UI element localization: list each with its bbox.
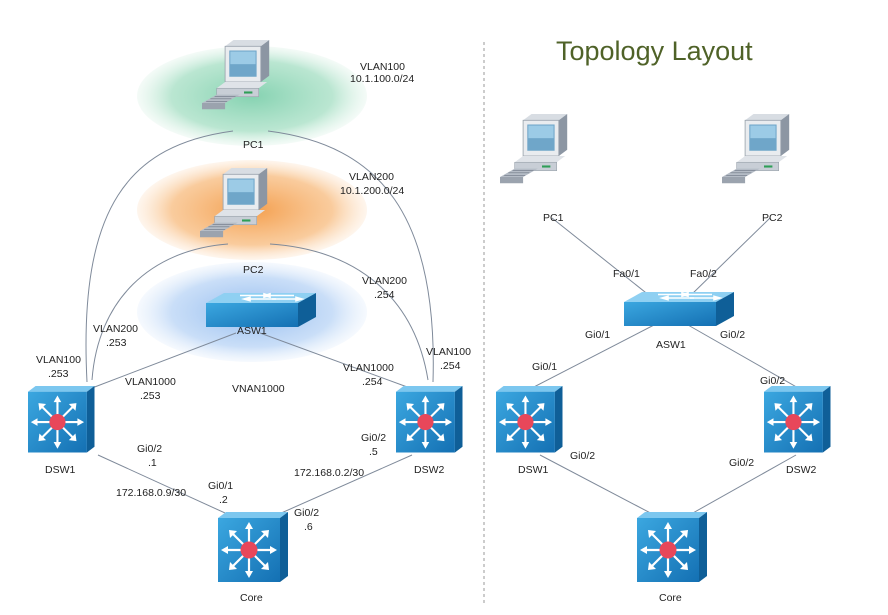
- r-core-multilayer-switch-icon: [635, 510, 709, 584]
- r-dsw1-multilayer-switch-icon: [494, 384, 564, 454]
- vnan1000-label: VNAN1000: [232, 383, 285, 395]
- dsw2-label: DSW2: [414, 464, 444, 476]
- r-dsw2-label: DSW2: [786, 464, 816, 476]
- r-link-dsw1-core: [539, 454, 661, 519]
- r-asw-gi02-port: Gi0/2: [720, 329, 745, 341]
- dsw1-vlan200-name: VLAN200: [93, 323, 138, 335]
- r-core-label: Core: [659, 592, 682, 604]
- r-pc1-icon: [499, 113, 568, 184]
- link-pc2-dsw2: [269, 243, 429, 381]
- r-link-pc1-asw1: [551, 217, 651, 297]
- r-asw1-switch-icon: [623, 291, 735, 327]
- dsw1-vlan1000-ip: .253: [140, 390, 161, 402]
- asw-vlan200-name: VLAN200: [362, 275, 407, 287]
- link-asw1-dsw2: [259, 332, 411, 389]
- asw1-switch-icon: [205, 292, 317, 328]
- link-pc2-dsw1: [91, 243, 229, 381]
- r-link-asw1-dsw1: [529, 324, 655, 390]
- dsw2-vlan1000-name: VLAN1000: [343, 362, 394, 374]
- net-dsw2-core: 172.168.0.2/30: [294, 467, 364, 479]
- r-asw1-label: ASW1: [656, 339, 686, 351]
- left-topology: PC1 PC2 ASW1 DSW1 DSW2 Core VLAN100 10.1…: [26, 39, 471, 604]
- r-pc2-label: PC2: [762, 212, 783, 224]
- net-dsw1-core: 172.168.0.9/30: [116, 487, 186, 499]
- r-asw-fa02-port: Fa0/2: [690, 268, 717, 280]
- dsw1-vlan1000-name: VLAN1000: [125, 376, 176, 388]
- core-label: Core: [240, 592, 263, 604]
- r-dsw2-gi02-top-port: Gi0/2: [760, 375, 785, 387]
- r-dsw1-gi02-port: Gi0/2: [570, 450, 595, 462]
- vlan100-name: VLAN100: [360, 61, 405, 73]
- dsw1-vlan200-ip: .253: [106, 337, 127, 349]
- dsw2-gi02-ip: .5: [369, 446, 378, 458]
- dsw1-label: DSW1: [45, 464, 75, 476]
- r-link-pc2-asw1: [689, 217, 771, 297]
- core-multilayer-switch-icon: [216, 510, 290, 584]
- right-topology: Topology Layout PC1 PC2 ASW1 DSW1 DSW2 C…: [494, 36, 832, 604]
- asw-vlan200-ip: .254: [374, 289, 395, 301]
- r-dsw2-multilayer-switch-icon: [762, 384, 832, 454]
- vlan200-network: 10.1.200.0/24: [340, 185, 404, 197]
- r-dsw2-gi02-port: Gi0/2: [729, 457, 754, 469]
- dsw1-vlan100-ip: .253: [48, 368, 69, 380]
- vlan100-network: 10.1.100.0/24: [350, 73, 414, 85]
- r-pc2-icon: [721, 113, 790, 184]
- page-title: Topology Layout: [556, 36, 753, 66]
- asw1-label: ASW1: [237, 325, 267, 337]
- pc2-label: PC2: [243, 264, 264, 276]
- core-gi02-ip: .6: [304, 521, 313, 533]
- dsw2-multilayer-switch-icon: [394, 384, 464, 454]
- r-asw-fa01-port: Fa0/1: [613, 268, 640, 280]
- dsw1-vlan100-name: VLAN100: [36, 354, 81, 366]
- dsw2-vlan1000-ip: .254: [362, 376, 383, 388]
- link-pc1-dsw1: [85, 130, 234, 383]
- link-asw1-dsw1: [91, 332, 237, 389]
- link-dsw1-core: [97, 454, 237, 519]
- r-dsw1-label: DSW1: [518, 464, 548, 476]
- r-link-dsw2-core: [683, 454, 797, 519]
- dsw1-gi02-port: Gi0/2: [137, 443, 162, 455]
- dsw2-vlan100-ip: .254: [440, 360, 461, 372]
- r-asw-gi01-port: Gi0/1: [585, 329, 610, 341]
- dsw1-multilayer-switch-icon: [26, 384, 96, 454]
- dsw2-vlan100-name: VLAN100: [426, 346, 471, 358]
- r-pc1-label: PC1: [543, 212, 564, 224]
- core-gi01-port: Gi0/1: [208, 480, 233, 492]
- link-dsw2-core: [269, 454, 413, 519]
- dsw2-gi02-port: Gi0/2: [361, 432, 386, 444]
- link-pc1-dsw2: [267, 130, 434, 383]
- core-gi02-port: Gi0/2: [294, 507, 319, 519]
- r-link-asw1-dsw2: [687, 324, 801, 390]
- r-dsw1-gi01-port: Gi0/1: [532, 361, 557, 373]
- core-gi01-ip: .2: [219, 494, 228, 506]
- vlan200-name: VLAN200: [349, 171, 394, 183]
- pc1-label: PC1: [243, 139, 264, 151]
- dsw1-gi02-ip: .1: [148, 457, 157, 469]
